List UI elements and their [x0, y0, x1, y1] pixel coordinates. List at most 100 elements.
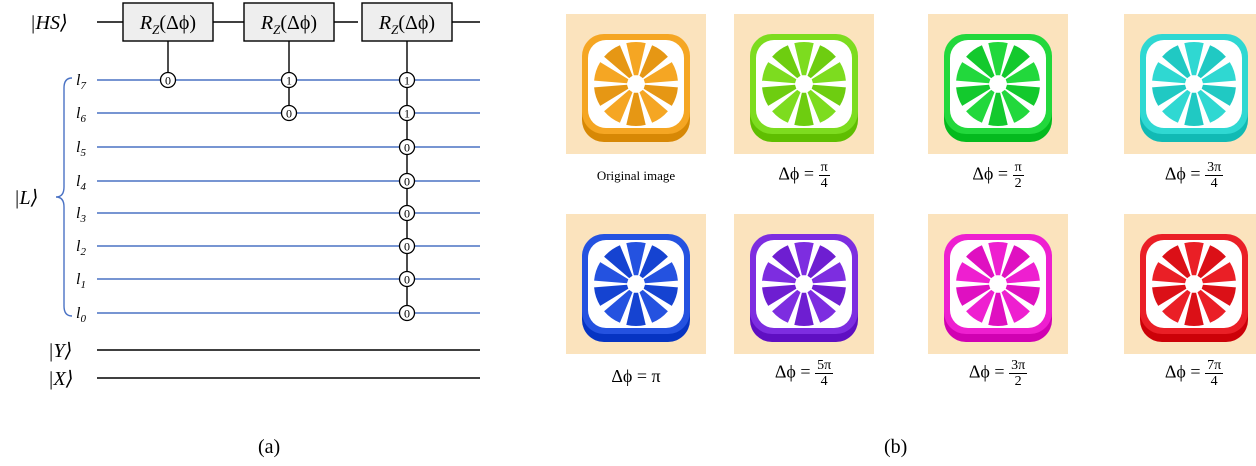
- gate-3-control-value-0: 0: [404, 307, 410, 321]
- tile-original-image: [566, 14, 706, 154]
- rz-gate-3: [361, 2, 453, 42]
- fruit-segment: [1162, 45, 1191, 79]
- fruit-segment: [639, 89, 668, 123]
- fruit-segment: [966, 89, 995, 123]
- fruit-segment: [1201, 84, 1236, 106]
- fruit-segment: [594, 84, 629, 106]
- gate-3-control-2: [398, 237, 416, 255]
- fruit-segment: [794, 41, 814, 76]
- rz-gate-1: [122, 2, 214, 42]
- hs-qubit-label: |HS⟩: [30, 12, 68, 34]
- fruit-segment: [1184, 92, 1204, 127]
- gate-3-control-value-4: 0: [404, 175, 410, 189]
- x-qubit-label: |X⟩: [48, 368, 74, 390]
- fruit-segment: [626, 92, 646, 127]
- fruit-segment: [811, 62, 846, 84]
- caption-prefix: Δϕ =: [778, 163, 819, 184]
- fruit-segment: [956, 84, 991, 106]
- gate-2-control-7: [280, 71, 298, 89]
- fraction-numerator: π: [818, 160, 830, 176]
- fruit-segment: [1005, 62, 1040, 84]
- fruit-segment: [807, 89, 836, 123]
- fruit-segment: [988, 41, 1008, 76]
- fruit-segment: [643, 84, 678, 106]
- gate-3-control-5: [398, 138, 416, 156]
- fruit-segment: [811, 284, 846, 306]
- gate-2-control-value-7: 1: [286, 74, 292, 88]
- tile-3pi-2-image: [928, 214, 1068, 354]
- fruit-segment: [772, 45, 801, 79]
- fruit-segment: [794, 241, 814, 276]
- fraction-numerator: 3π: [1205, 160, 1224, 176]
- fruit-segment: [762, 284, 797, 306]
- fruit-segment: [1001, 89, 1030, 123]
- fruit-core: [628, 76, 644, 92]
- fruit-segment: [762, 84, 797, 106]
- fruit-segment: [639, 289, 668, 323]
- tile-pi-caption: Δϕ = π: [611, 366, 661, 386]
- fruit-segment: [604, 245, 633, 279]
- fruit-core: [990, 276, 1006, 292]
- rz-gate-3-label: RZ(Δϕ): [378, 12, 435, 37]
- fruit-segment: [811, 262, 846, 284]
- fruit-segment: [1201, 62, 1236, 84]
- fruit-segment: [594, 284, 629, 306]
- caption-prefix: Δϕ =: [774, 361, 816, 382]
- fraction-denominator: 4: [820, 374, 828, 389]
- fruit-segment: [604, 289, 633, 323]
- gate-3-control-value-6: 1: [404, 107, 410, 121]
- line-label-2: l2: [76, 238, 86, 258]
- fruit-segment: [1005, 284, 1040, 306]
- caption-prefix: Δϕ =: [1164, 361, 1206, 382]
- fruit-core: [796, 276, 812, 292]
- gate-3-control-4: [398, 172, 416, 190]
- fruit-segment: [988, 292, 1008, 327]
- fruit-segment: [988, 241, 1008, 276]
- fruit-segment: [772, 89, 801, 123]
- gate-3-control-3: [398, 204, 416, 222]
- caption-prefix: Δϕ =: [972, 163, 1013, 184]
- fruit-segment: [1201, 262, 1236, 284]
- line-label-6: l6: [76, 105, 86, 125]
- sublabel-a: (a): [258, 436, 281, 458]
- fruit-segment: [643, 62, 678, 84]
- fraction-denominator: 4: [1210, 374, 1218, 389]
- fruit-segment: [1152, 62, 1187, 84]
- gate-3-control-0: [398, 304, 416, 322]
- gate-1-control-value-7: 0: [165, 74, 171, 88]
- fruit-segment: [643, 262, 678, 284]
- tile-pi-4-image: [734, 14, 874, 154]
- fruit-core: [990, 76, 1006, 92]
- fruit-segment: [1152, 262, 1187, 284]
- fruit-segment: [762, 62, 797, 84]
- gate-3-control-6: [398, 104, 416, 122]
- fruit-segment: [807, 245, 836, 279]
- fruit-segment: [956, 284, 991, 306]
- fruit-segment: [772, 289, 801, 323]
- fraction-numerator: π: [1012, 160, 1024, 176]
- fruit-segment: [1197, 89, 1226, 123]
- gate-3-control-value-2: 0: [404, 240, 410, 254]
- fraction-denominator: 4: [1210, 176, 1218, 191]
- fruit-segment: [1197, 45, 1226, 79]
- tile-original-caption: Original image: [596, 168, 676, 183]
- fruit-segment: [604, 45, 633, 79]
- gate-3-control-value-3: 0: [404, 207, 410, 221]
- y-qubit-label: |Y⟩: [48, 340, 72, 362]
- gate-2-control-value-6: 0: [286, 107, 292, 121]
- fruit-segment: [966, 289, 995, 323]
- fraction-denominator: 4: [820, 176, 828, 191]
- line-label-3: l3: [76, 205, 86, 225]
- fruit-core: [628, 276, 644, 292]
- gate-3-control-value-1: 0: [404, 273, 410, 287]
